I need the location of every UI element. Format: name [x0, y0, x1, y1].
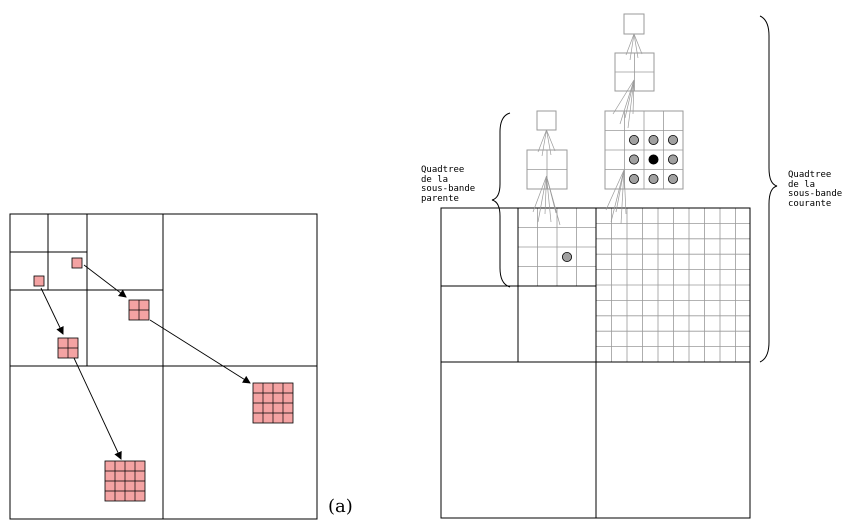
parent-coefficient-node [562, 251, 573, 262]
arrow [40, 287, 64, 335]
parent-quadtree-link [546, 175, 561, 226]
neighbour-coefficient-node [629, 134, 640, 145]
current-coefficient-node [648, 154, 659, 165]
current-quadtree-link [632, 79, 635, 115]
arrow [73, 357, 122, 460]
neighbour-coefficient-node [629, 154, 640, 165]
coefficient-block-1x1 [71, 257, 83, 269]
neighbour-coefficient-node [648, 173, 659, 184]
parent-quadtree-link [546, 129, 556, 152]
coefficient-block-1x1 [33, 275, 45, 287]
parent-quadtree-root [536, 110, 557, 131]
current-quadtree-link [623, 169, 627, 215]
current-quadtree-link [624, 79, 635, 119]
arrow [149, 319, 251, 384]
neighbour-coefficient-node [648, 134, 659, 145]
current-quadtree-link [633, 33, 639, 59]
current-quadtree-label-line: Quadtree [788, 170, 832, 180]
current-quadtree-link [625, 33, 635, 56]
parent-quadtree-link [546, 175, 552, 223]
parent-quadtree-label-line: Quadtree [421, 165, 465, 175]
parent-quadtree-label-line: de la [421, 174, 449, 185]
parent-quadtree-link [532, 175, 547, 213]
neighbour-coefficient-node [668, 173, 679, 184]
current-quadtree-brace [759, 15, 778, 363]
current-quadtree-link [633, 33, 643, 55]
neighbour-coefficient-node [668, 134, 679, 145]
arrow [83, 264, 127, 298]
parent-quadtree-link [546, 129, 552, 156]
current-quadtree-label-line: sous-bande [788, 189, 843, 199]
current-quadtree-link [612, 79, 635, 115]
parent-quadtree-link [537, 175, 547, 223]
parent-quadtree-link [541, 129, 547, 157]
current-quadtree-label-line: de la [788, 179, 816, 190]
left-decomposition-panel [9, 213, 318, 520]
current-quadtree-root [623, 13, 645, 35]
neighbour-coefficient-node [668, 154, 679, 165]
parent-quadtree-label-line: sous-bande [421, 184, 476, 194]
current-quadtree-link [615, 169, 625, 213]
parent-quadtree-link [544, 175, 547, 215]
current-quadtree-link [627, 79, 635, 129]
caption-a: (a) [328, 496, 353, 517]
right-decomposition-panel [440, 13, 778, 519]
parent-quadtree-label-line: parente [421, 193, 459, 204]
current-quadtree-link [619, 79, 635, 125]
parent-quadtree-link [537, 129, 547, 153]
current-quadtree-link [629, 33, 635, 61]
current-quadtree-link [610, 169, 625, 223]
current-quadtree-link [605, 169, 625, 211]
parent-quadtree-brace [491, 112, 511, 288]
current-quadtree-link [620, 169, 625, 225]
current-quadtree-label-line: courante [788, 198, 832, 209]
neighbour-coefficient-node [629, 173, 640, 184]
